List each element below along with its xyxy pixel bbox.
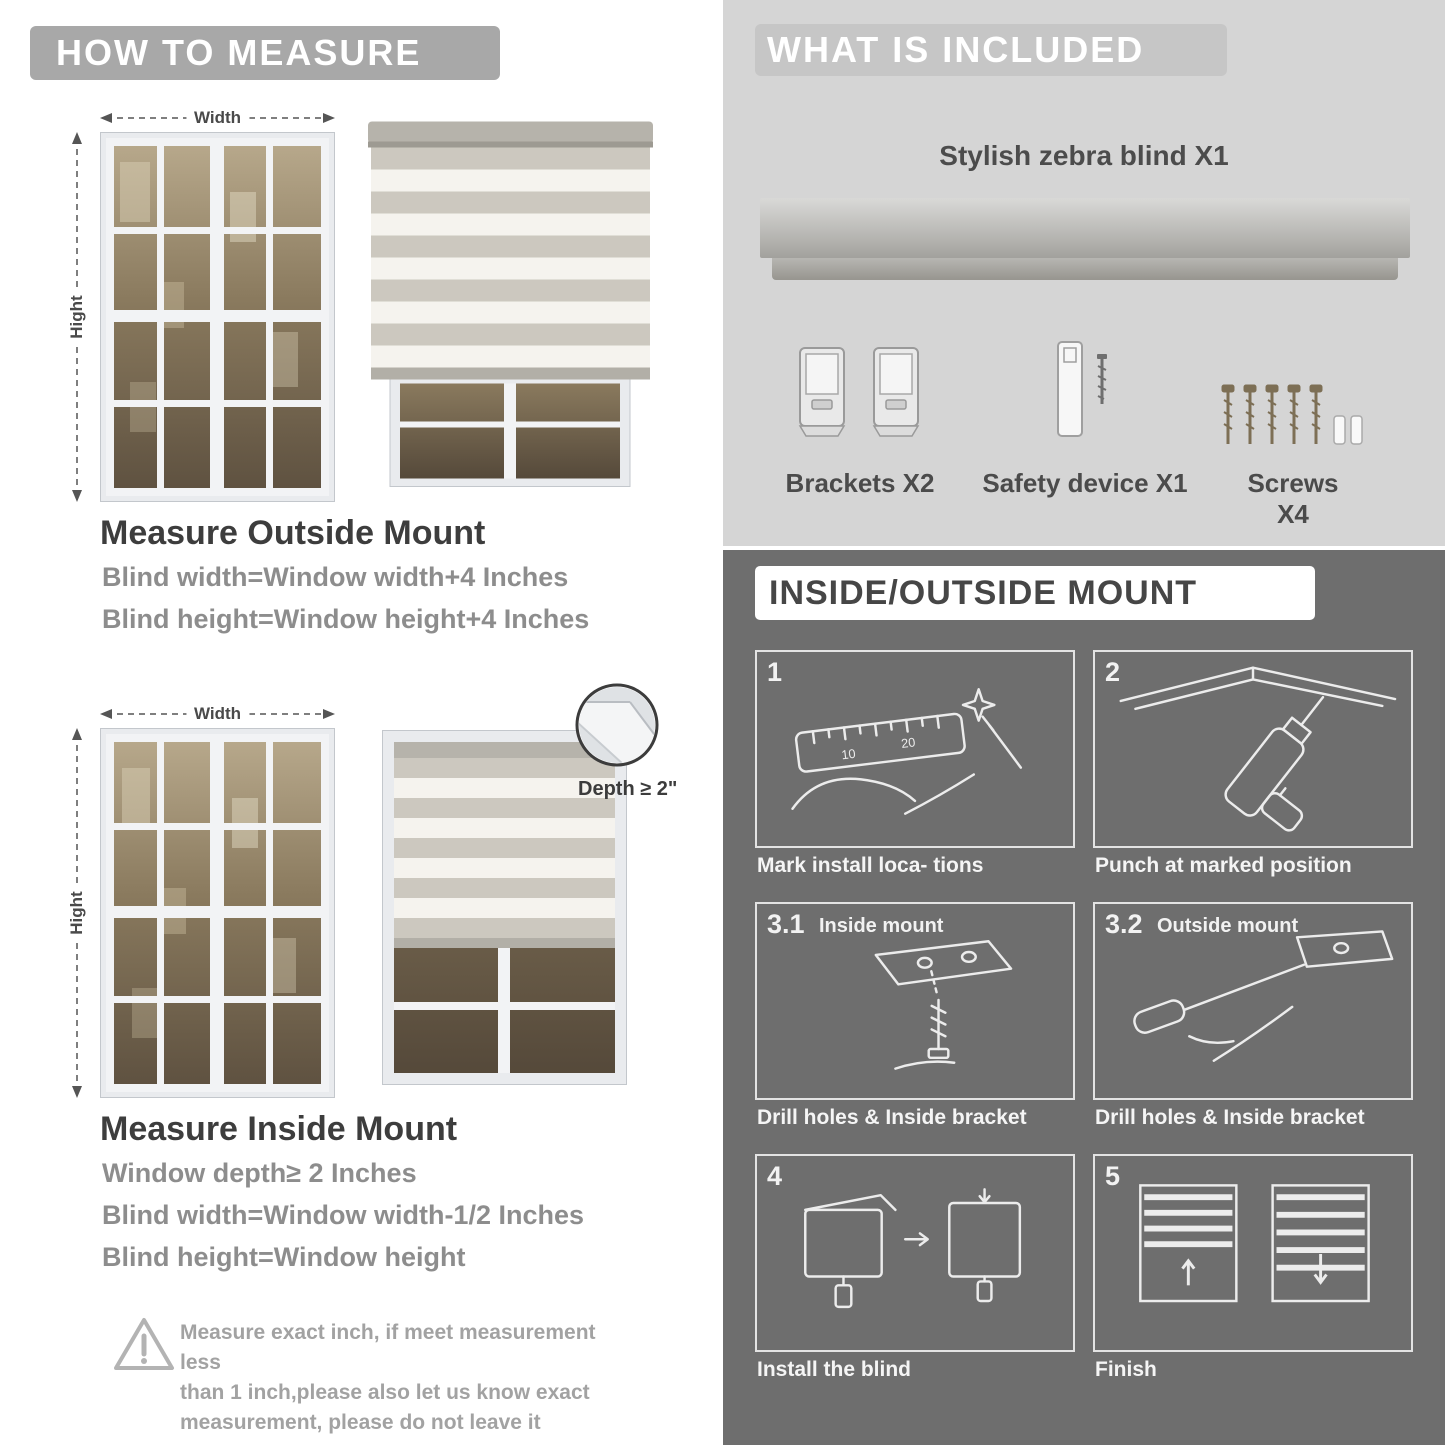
screws-icon [1218,384,1368,460]
outside-mount-blind-photo [368,120,653,488]
inside-bracket-illustration [874,940,1013,1070]
warning-triangle-icon [112,1316,176,1374]
step-panel-1: 10 20 1 [755,650,1075,848]
step-caption: Drill holes & Inside bracket [757,1106,1027,1129]
step-panel-4: 4 [755,1154,1075,1352]
finish-illustration [1139,1184,1370,1303]
inside-outside-mount-header: INSIDE/OUTSIDE MOUNT [755,566,1315,620]
how-to-measure-header: HOW TO MEASURE [30,26,500,80]
step-caption: Install the blind [757,1358,912,1381]
brackets-label: Brackets X2 [785,468,935,498]
warning-text: Measure exact inch, if meet measurement … [180,1318,640,1438]
step-number: 1 [767,657,783,687]
safety-device-icon [1052,338,1122,448]
outside-mount-title: Measure Outside Mount [100,514,486,552]
zebra-blind-headrail-image [760,198,1410,258]
step-inner-label: Inside mount [819,915,944,937]
warning-line: than 1 inch,please also let us know exac… [180,1381,590,1404]
step-number: 3.1 [767,909,805,939]
width-arrow: Width [100,106,335,130]
bracket-icon [866,342,926,442]
step-inner-label: Outside mount [1157,915,1299,937]
inside-depth-formula: Window depth≥ 2 Inches [102,1158,417,1188]
outside-bracket-illustration [1133,930,1394,1062]
height-arrow: Hight [64,728,90,1098]
window-photo [99,727,336,1099]
step-panel-3-2: 3.2 Outside mount [1093,902,1413,1100]
step-caption: Mark install loca- tions [757,854,984,877]
product-name-label: Stylish zebra blind X1 [939,140,1229,171]
step-panel-5: 5 [1093,1154,1413,1352]
zebra-blind-headrail-lip [772,258,1398,280]
outside-height-formula: Blind height=Window height+4 Inches [102,604,590,634]
inside-outside-mount-section [723,550,1445,1445]
window-photo [99,131,336,503]
depth-callout-circle [572,680,662,770]
inside-mount-title: Measure Inside Mount [100,1110,458,1148]
inside-mount-blind-photo [381,729,628,1086]
height-arrow: Hight [64,132,90,502]
warning-line: Measure exact inch, if meet measurement … [180,1321,596,1374]
step-number: 2 [1105,657,1121,687]
step-number: 5 [1105,1161,1121,1191]
install-blind-illustration [804,1188,1022,1309]
depth-label: Depth ≥ 2" [578,778,678,800]
mark-location-illustration: 10 20 [791,688,1023,815]
step-panel-3-1: 3.1 Inside mount [755,902,1075,1100]
bracket-icon [792,342,852,442]
height-label: Hight [67,287,87,347]
width-label: Width [185,108,250,128]
step-panel-2: 2 [1093,650,1413,848]
height-label: Hight [67,883,87,943]
inside-height-formula: Blind height=Window height [102,1242,466,1272]
step-caption: Drill holes & Inside bracket [1095,1106,1365,1129]
safety-device-label: Safety device X1 [982,468,1188,498]
inside-width-formula: Blind width=Window width-1/2 Inches [102,1200,585,1230]
step-caption: Finish [1095,1358,1157,1381]
width-arrow: Width [100,702,335,726]
outside-width-formula: Blind width=Window width+4 Inches [102,562,569,592]
what-is-included-header: WHAT IS INCLUDED [755,24,1227,76]
step-caption: Punch at marked position [1095,854,1352,877]
width-label: Width [185,704,250,724]
svg-text:10: 10 [840,746,856,763]
step-number: 3.2 [1105,909,1143,939]
drill-illustration [1119,666,1397,832]
screws-label: Screws X4 [1247,468,1339,529]
warning-line: measurement, please do not leave it [180,1411,541,1434]
svg-text:20: 20 [900,734,916,751]
step-number: 4 [767,1161,783,1191]
